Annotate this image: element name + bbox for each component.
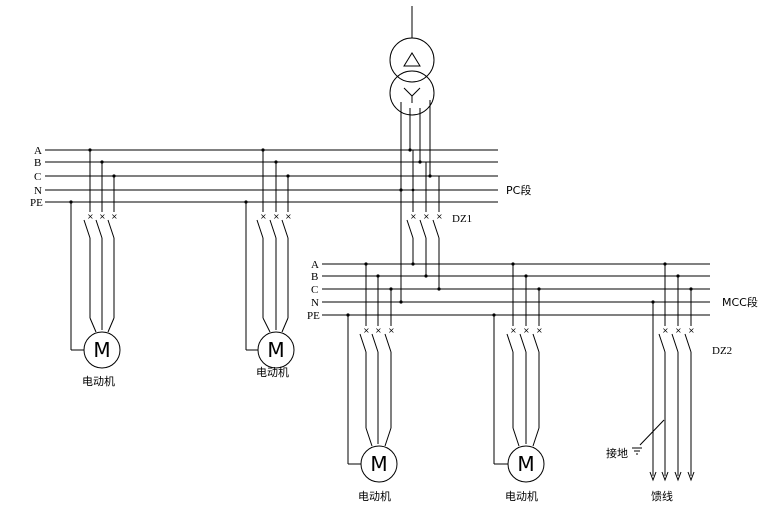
svg-text:×: × <box>273 212 280 221</box>
motor-icon <box>360 445 398 483</box>
pc-motor-1-circuit: × × × M 电动机 <box>69 148 121 388</box>
motor-label: 电动机 <box>505 489 538 503</box>
bus-label-b: B <box>311 271 318 283</box>
mcc-motor-2-circuit: × × × M 电动机 <box>492 262 545 503</box>
bus-label-c: C <box>34 171 41 183</box>
svg-text:×: × <box>375 326 382 335</box>
bus-label-c: C <box>311 284 318 296</box>
motor-symbol: M <box>517 452 534 476</box>
feeder-arrow-icon <box>674 471 682 482</box>
svg-text:×: × <box>423 212 430 221</box>
svg-text:×: × <box>523 326 530 335</box>
svg-text:×: × <box>111 212 118 221</box>
mcc-section-label: MCC段 <box>722 295 758 309</box>
motor-symbol: M <box>93 338 110 362</box>
svg-text:×: × <box>363 326 370 335</box>
ground-icon <box>632 447 642 455</box>
pc-bus-labels: A B C N PE <box>30 145 43 209</box>
motor-icon <box>83 331 121 369</box>
motor-label: 电动机 <box>256 365 289 379</box>
svg-text:×: × <box>285 212 292 221</box>
svg-text:×: × <box>436 212 443 221</box>
svg-text:×: × <box>260 212 267 221</box>
svg-text:×: × <box>675 326 682 335</box>
bus-label-n: N <box>34 185 42 197</box>
svg-text:×: × <box>87 212 94 221</box>
dz2-feeder-circuit: × × × 接地 DZ2 馈线 <box>606 262 732 503</box>
dz1-label: DZ1 <box>452 213 472 225</box>
feeder-arrow-icon <box>687 471 695 482</box>
svg-text:×: × <box>688 326 695 335</box>
feeder-arrow-icon <box>661 471 669 482</box>
motor-symbol: M <box>370 452 387 476</box>
bus-label-a: A <box>311 259 319 271</box>
mcc-bus-labels: A B C N PE <box>307 259 320 322</box>
svg-text:×: × <box>536 326 543 335</box>
bus-label-n: N <box>311 297 319 309</box>
dz1-feeder: × × × DZ1 <box>399 150 472 304</box>
motor-icon <box>507 445 545 483</box>
mcc-busbars <box>322 263 710 316</box>
bus-label-a: A <box>34 145 42 157</box>
motor-icon <box>257 331 295 369</box>
svg-text:×: × <box>410 212 417 221</box>
bus-label-pe: PE <box>307 310 320 322</box>
wye-winding-icon <box>403 87 421 103</box>
pc-motor-2-circuit: × × × M 电动机 <box>244 148 295 379</box>
svg-text:×: × <box>662 326 669 335</box>
pc-busbars <box>45 149 498 203</box>
feeder-label: 馈线 <box>651 489 673 503</box>
motor-symbol: M <box>267 338 284 362</box>
dz2-label: DZ2 <box>712 345 732 357</box>
bus-label-pe: PE <box>30 197 43 209</box>
motor-label: 电动机 <box>358 489 391 503</box>
delta-winding-icon <box>403 52 421 67</box>
transformer <box>389 6 435 190</box>
feeder-arrow-icon <box>649 471 657 482</box>
bus-label-b: B <box>34 157 41 169</box>
pc-section-label: PC段 <box>506 183 531 197</box>
svg-text:×: × <box>510 326 517 335</box>
ground-label: 接地 <box>606 447 628 460</box>
motor-label: 电动机 <box>82 374 115 388</box>
svg-text:×: × <box>99 212 106 221</box>
mcc-motor-1-circuit: × × × M 电动机 <box>346 262 398 503</box>
svg-text:×: × <box>388 326 395 335</box>
